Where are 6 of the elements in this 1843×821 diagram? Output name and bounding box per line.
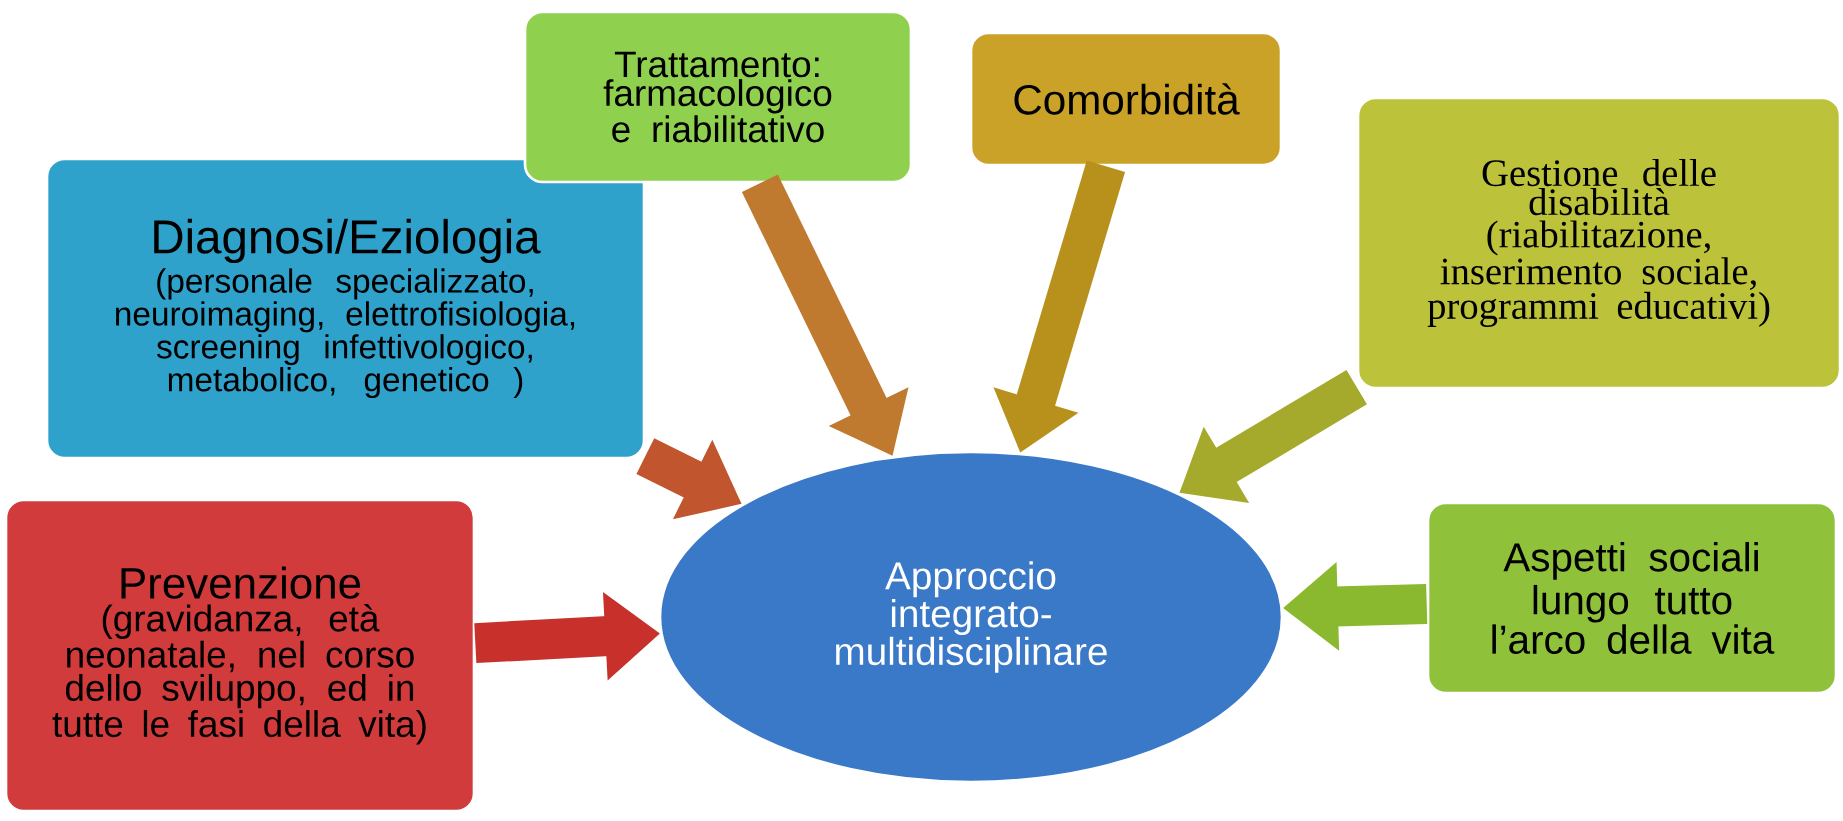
- text-box: Aspetti sociali lungo tutto l’arco della vita: [1426, 501, 1838, 695]
- text-box: Gestione delle disabilità (riabilitazione, inserimento sociale, programmi educativi): [1356, 96, 1842, 390]
- text-box: Comorbidità: [969, 31, 1283, 167]
- text-box: Diagnosi/Eziologia (personale specializzato, neuroimaging, elettrofisiologia, screening infettivologico, metabolico, genetico ): [45, 157, 646, 460]
- text-box: Prevenzione (gravidanza, età neonatale, nel corso dello sviluppo, ed in tutte le fasi della vita): [4, 498, 476, 813]
- text-box: Trattamento: farmacologico e riabilitativo: [523, 10, 913, 184]
